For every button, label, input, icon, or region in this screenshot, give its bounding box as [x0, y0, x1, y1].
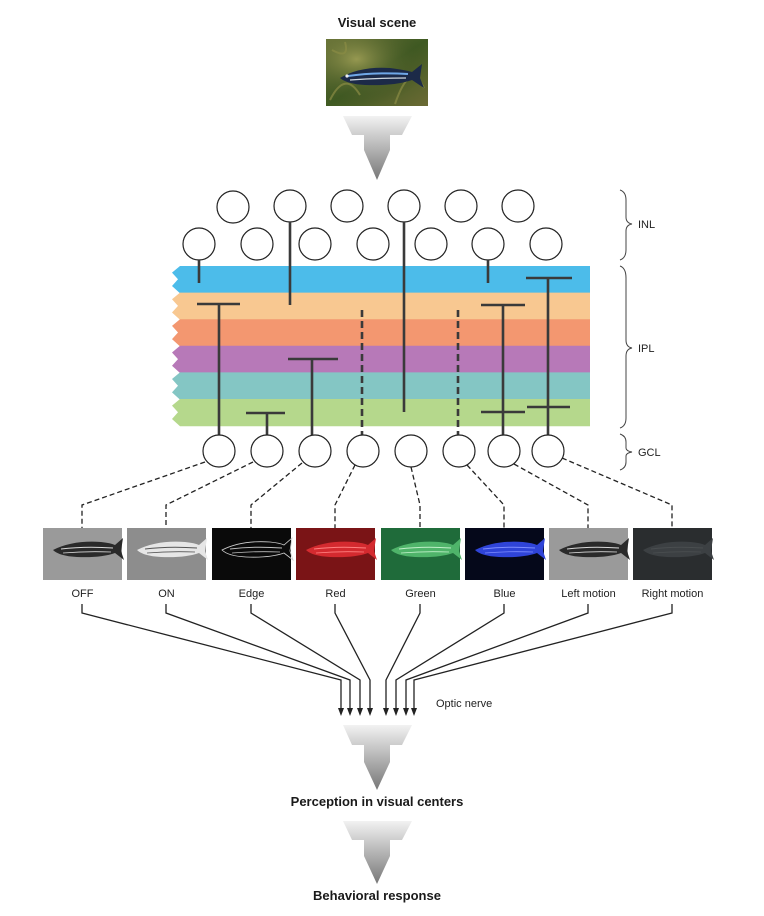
behavior-label: Behavioral response — [313, 888, 441, 903]
zebrafish-icon — [391, 538, 462, 560]
channel-image — [633, 528, 714, 580]
channel-label: Green — [405, 588, 436, 600]
zebrafish-icon — [137, 538, 208, 560]
visual-scene-title: Visual scene — [338, 15, 417, 30]
ipl-band — [172, 266, 590, 294]
zebrafish-icon — [559, 538, 630, 560]
gcl-cells — [202, 434, 565, 468]
zebrafish-icon — [53, 538, 124, 560]
channel-image — [212, 528, 294, 580]
arrowhead-icon — [393, 708, 399, 716]
zebrafish-icon — [221, 536, 294, 562]
perception-label: Perception in visual centers — [291, 794, 464, 809]
neuron-processes — [197, 222, 572, 435]
channel-image — [465, 528, 546, 580]
optic-nerve-fiber — [81, 604, 342, 708]
channel-label: Edge — [239, 588, 265, 600]
ipl-label: IPL — [638, 343, 655, 355]
down-arrow-icon — [343, 821, 412, 884]
optic-nerve-fiber — [250, 604, 361, 708]
zebrafish-icon — [306, 538, 377, 560]
arrowhead-icon — [347, 708, 353, 716]
zebrafish-icon — [475, 538, 546, 560]
optic-nerve-fiber — [385, 604, 421, 708]
optic-nerve-fiber — [405, 604, 589, 708]
ipl-bands — [172, 266, 590, 427]
arrowhead-icon — [383, 708, 389, 716]
optic-nerve-fiber — [334, 604, 371, 708]
inl-cells — [182, 189, 563, 261]
ipl-band — [172, 292, 590, 320]
channel-label: ON — [158, 588, 175, 600]
channel-image — [296, 528, 377, 580]
down-arrow-icon — [343, 116, 412, 180]
channel-image — [127, 528, 208, 580]
down-arrow-icon — [343, 725, 412, 790]
optic-nerve-paths — [81, 604, 673, 716]
channel-outputs: OFF ON Edge Red Green Blue Left motion Right mo… — [43, 528, 714, 600]
visual-scene-image — [326, 39, 428, 106]
channel-image — [43, 528, 124, 580]
layer-braces: INL IPL GCL — [619, 189, 661, 471]
arrowhead-icon — [357, 708, 363, 716]
optic-nerve-label: Optic nerve — [436, 698, 492, 710]
channel-label: Red — [325, 588, 345, 600]
arrowhead-icon — [403, 708, 409, 716]
arrowhead-icon — [411, 708, 417, 716]
zebrafish-icon — [340, 64, 424, 88]
channel-label: OFF — [72, 588, 94, 600]
channel-label: Left motion — [561, 588, 615, 600]
gcl-label: GCL — [638, 447, 661, 459]
optic-nerve-fiber — [395, 604, 505, 708]
channel-image — [549, 528, 630, 580]
axon-paths — [81, 457, 673, 528]
channel-image — [381, 528, 462, 580]
arrowhead-icon — [338, 708, 344, 716]
channel-label: Blue — [493, 588, 515, 600]
ipl-band — [172, 345, 590, 373]
arrowhead-icon — [367, 708, 373, 716]
ipl-band — [172, 319, 590, 347]
channel-label: Right motion — [642, 588, 704, 600]
inl-label: INL — [638, 219, 655, 231]
optic-nerve-fiber — [413, 604, 673, 708]
zebrafish-icon — [643, 538, 714, 560]
ipl-band — [172, 372, 590, 400]
optic-nerve-fiber — [165, 604, 351, 708]
ipl-band — [172, 399, 590, 427]
